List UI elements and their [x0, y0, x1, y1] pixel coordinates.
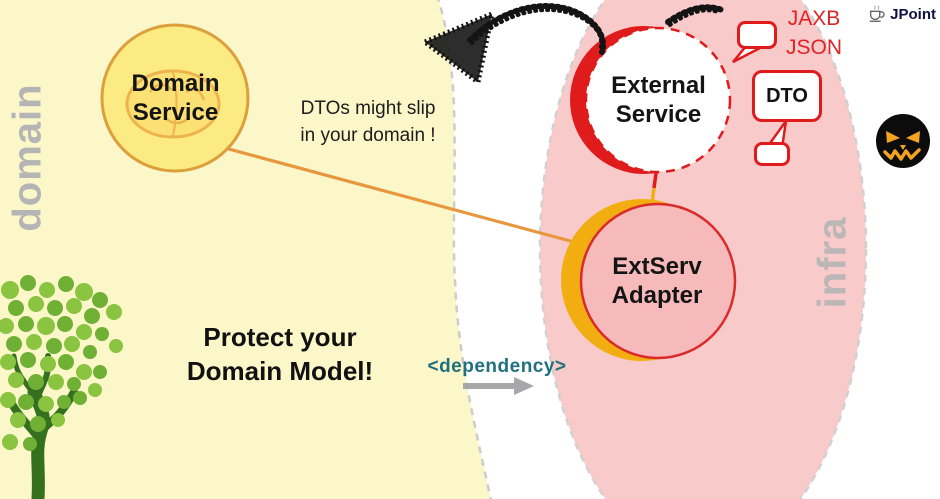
jpoint-logo: JPoint	[867, 4, 936, 24]
domain-service-node: Domain Service	[103, 26, 248, 171]
dependency-arrow	[463, 377, 534, 395]
extserv-adapter-label-1: ExtServ	[612, 253, 702, 281]
jaxb-label: JAXB	[787, 7, 841, 30]
dto-label: DTO	[766, 84, 808, 107]
jpoint-logo-text: JPoint	[890, 5, 936, 23]
domain-to-adapter-arrow	[224, 146, 588, 249]
dto-speech-bubble	[737, 21, 777, 49]
external-service-label-1: External	[611, 72, 706, 100]
domain-service-label-1: Domain	[131, 70, 220, 98]
dependency-label: <dependency>	[427, 356, 567, 377]
domain-region-label: domain	[5, 83, 50, 232]
external-service-node: External Service	[586, 28, 731, 173]
json-label: JSON	[786, 36, 843, 59]
coffee-cup-icon	[869, 5, 885, 22]
infra-region-label: infra	[810, 216, 855, 309]
dto-warning-text: DTOs might slip in your domain !	[300, 98, 436, 146]
jack-o-lantern-icon	[876, 114, 930, 168]
extserv-adapter-label-2: Adapter	[611, 281, 703, 309]
external-service-label-2: Service	[615, 100, 702, 128]
tree-icon	[0, 275, 123, 499]
dto-box: DTO	[752, 70, 822, 122]
dto-speech-bubble-small	[754, 142, 790, 166]
protect-domain-text: Protect your Domain Model!	[186, 322, 374, 386]
extserv-adapter-node: ExtServ Adapter	[582, 209, 732, 354]
domain-service-label-2: Service	[132, 98, 219, 126]
jaxb-json-labels: JAXB JSON	[786, 4, 842, 62]
